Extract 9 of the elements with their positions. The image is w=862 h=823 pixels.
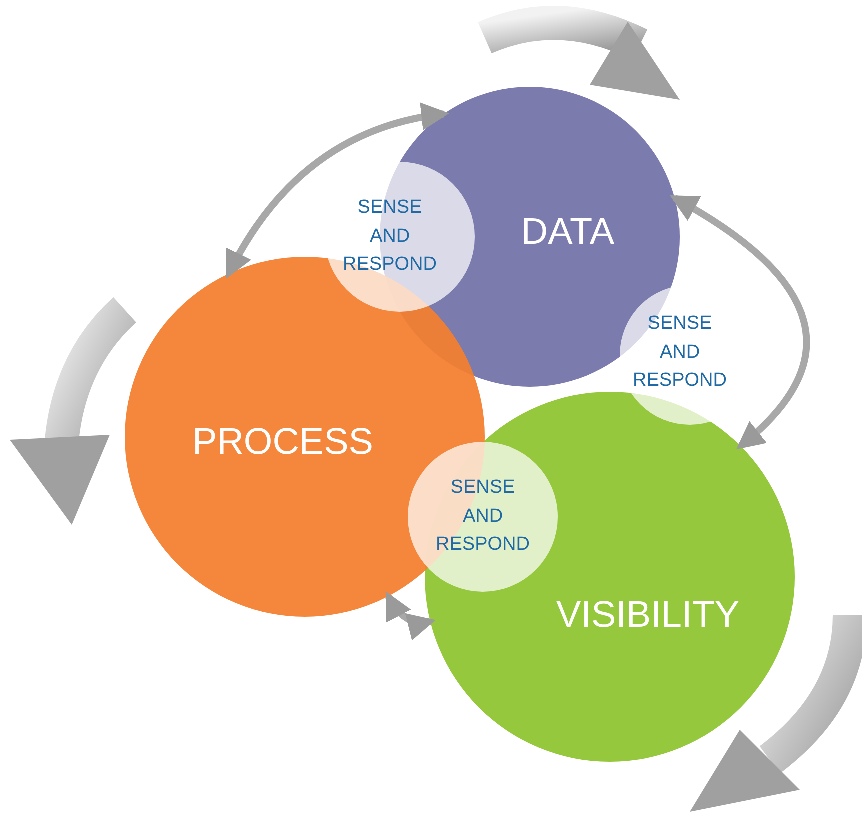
- overlap-label: SENSE AND RESPOND: [632, 312, 728, 394]
- circle-label: DATA: [521, 212, 615, 252]
- double-arrow: [226, 104, 450, 279]
- overlap-label: SENSE AND RESPOND: [435, 476, 531, 558]
- overlap-label: SENSE AND RESPOND: [342, 196, 438, 278]
- double-arrow: [385, 592, 436, 640]
- double-arrow: [670, 195, 810, 450]
- circle-label: VISIBILITY: [556, 594, 740, 636]
- circle-label: PROCESS: [192, 422, 374, 462]
